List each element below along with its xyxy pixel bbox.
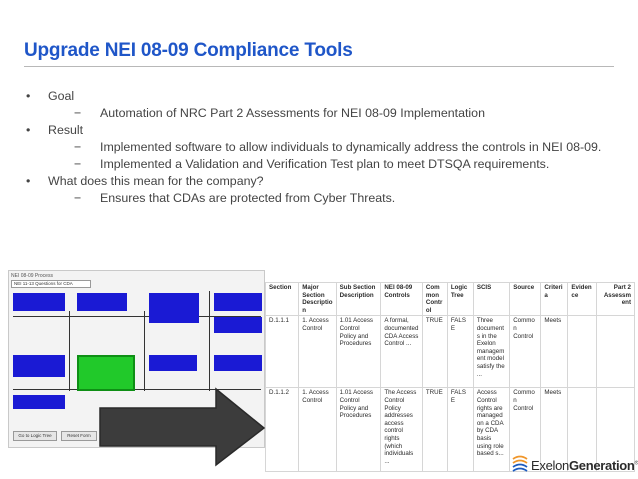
workflow-step-box-active[interactable] xyxy=(77,355,135,391)
col-header: SCIS xyxy=(472,281,511,317)
table-cell: Three document s in the Exelon managem e… xyxy=(472,315,511,389)
exelon-logo-icon xyxy=(512,455,528,472)
table-cell: FALSE xyxy=(446,315,474,389)
table-cell: TRUE xyxy=(421,315,448,389)
workflow-step-box[interactable] xyxy=(13,293,65,311)
workflow-connector xyxy=(69,311,70,391)
col-header: Sub Section Description xyxy=(335,281,382,317)
workflow-header: NEI 08-09 Process xyxy=(11,273,53,279)
bullet-result: Result xyxy=(26,122,616,139)
table-cell: 1.01 Access Control Policy and Procedure… xyxy=(335,387,382,473)
table-cell: Meets xyxy=(540,315,569,389)
reset-form-button[interactable]: Reset Form xyxy=(61,431,97,441)
page-title: Upgrade NEI 08-09 Compliance Tools xyxy=(24,40,353,61)
title-divider xyxy=(24,66,614,67)
bullet-list: Goal −Automation of NRC Part 2 Assessmen… xyxy=(26,88,616,207)
sub-bullet-test-plan: −Implemented a Validation and Verificati… xyxy=(74,157,550,171)
workflow-step-box[interactable] xyxy=(13,355,65,377)
sub-bullet-automation: −Automation of NRC Part 2 Assessments fo… xyxy=(74,106,485,120)
table-cell xyxy=(596,315,635,389)
bullet-goal: Goal xyxy=(26,88,616,105)
workflow-step-box[interactable] xyxy=(149,355,197,371)
workflow-connector xyxy=(13,316,261,317)
table-header-row: Section Major Section Description Sub Se… xyxy=(264,281,635,317)
go-to-logic-tree-button[interactable]: Go to Logic Tree xyxy=(13,431,57,441)
table-row: D.1.1.2 1. Access Control 1.01 Access Co… xyxy=(264,387,635,473)
table-cell xyxy=(596,387,635,473)
col-header: NEI 08-09 Controls xyxy=(380,281,423,317)
workflow-step-box[interactable] xyxy=(149,293,199,323)
compliance-table: Section Major Section Description Sub Se… xyxy=(264,281,635,473)
right-arrow-icon xyxy=(99,387,266,467)
col-header: Common Control xyxy=(421,281,448,317)
col-header: Part 2 Assessment xyxy=(596,281,635,317)
table-cell: FALSE xyxy=(446,387,474,473)
workflow-selector[interactable]: NEI 11-13 Questions for CDA xyxy=(11,280,91,288)
workflow-step-box[interactable] xyxy=(77,293,127,311)
sub-bullet-cdas: −Ensures that CDAs are protected from Cy… xyxy=(74,191,396,205)
col-header: Major Section Description xyxy=(298,281,337,317)
sub-bullet-software: −Implemented software to allow individua… xyxy=(74,140,602,154)
table-cell: 1. Access Control xyxy=(298,315,337,389)
workflow-connector xyxy=(144,311,145,391)
col-header: Section xyxy=(264,281,300,317)
col-header: Evidence xyxy=(567,281,598,317)
table-cell: 1.01 Access Control Policy and Procedure… xyxy=(335,315,382,389)
table-cell: 1. Access Control xyxy=(298,387,337,473)
table-row: D.1.1.1 1. Access Control 1.01 Access Co… xyxy=(264,315,635,389)
table-cell xyxy=(567,315,598,389)
workflow-connector xyxy=(209,291,210,391)
table-cell: TRUE xyxy=(421,387,448,473)
bullet-company: What does this mean for the company? xyxy=(26,173,616,190)
col-header: Criteria xyxy=(540,281,569,317)
workflow-connector xyxy=(13,389,261,390)
workflow-step-box[interactable] xyxy=(214,355,262,371)
workflow-step-box[interactable] xyxy=(214,317,262,333)
table-cell: Meets xyxy=(540,387,569,473)
table-cell: The Access Control Policy addresses acce… xyxy=(380,387,423,473)
table-cell: Common Control xyxy=(509,315,542,389)
workflow-step-box[interactable] xyxy=(13,395,65,409)
table-cell: Access Control rights are managed on a C… xyxy=(472,387,511,473)
table-cell: A formal, documented CDA Access Control … xyxy=(380,315,423,389)
table-cell xyxy=(567,387,598,473)
col-header: Logic Tree xyxy=(446,281,474,317)
workflow-step-box[interactable] xyxy=(214,293,262,311)
col-header: Source xyxy=(509,281,542,317)
table-cell: D.1.1.2 xyxy=(264,387,300,473)
exelon-generation-logo: ExelonGeneration® xyxy=(531,458,638,473)
table-cell: D.1.1.1 xyxy=(264,315,300,389)
